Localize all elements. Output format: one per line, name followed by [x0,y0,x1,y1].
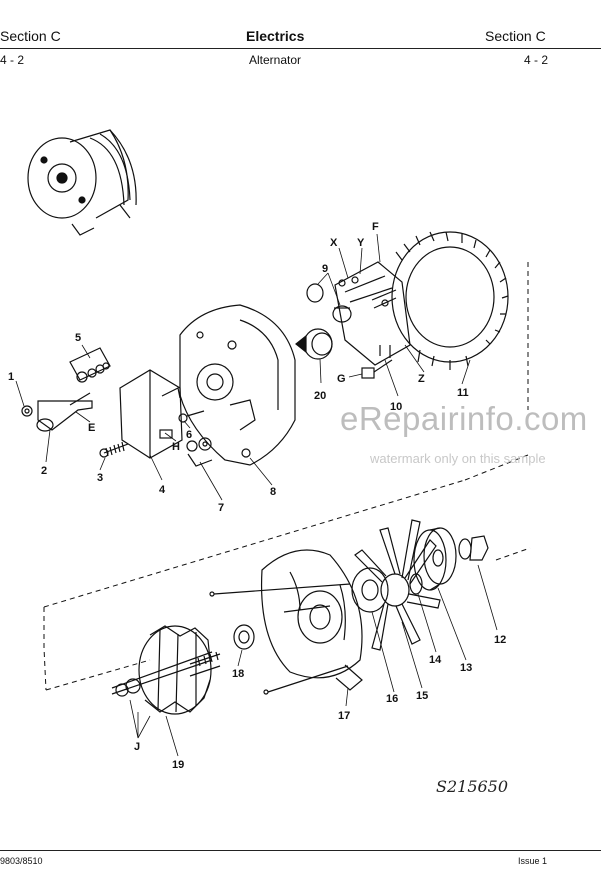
header-rule [0,48,601,49]
page-subtitle: Alternator [249,53,302,67]
part-7-washers [186,437,213,467]
watermark-brand: eRepairinfo.com [340,400,588,437]
callout-16: 16 [386,693,398,705]
callout-X: X [330,237,338,249]
callout-H: H [172,441,180,453]
part-6-screw [178,410,205,423]
part-15-fan [354,519,441,651]
footer-issue: Issue 1 [518,856,548,866]
callout-Z: Z [418,373,425,385]
callout-G: G [337,373,346,385]
callout-F: F [372,221,379,233]
callout-6: 6 [186,429,192,441]
callout-7: 7 [218,502,224,514]
part-18-spacer [233,624,255,650]
callout-5: 5 [75,332,81,344]
callout-10: 10 [390,401,402,413]
callout-3: 3 [97,472,103,484]
part-13-pulley [413,527,457,591]
part-12-nut [458,535,489,561]
part-5-bush [69,347,111,383]
part-4-regulator [119,369,183,459]
callout-E: E [88,422,95,434]
part-2-capacitor [36,392,93,432]
watermark-note: watermark only on this sample [370,451,546,466]
callout-2: 2 [41,465,47,477]
page-number-right: 4 - 2 [524,53,549,67]
section-label-right: Section C [485,28,546,44]
part-9-cap [306,283,352,323]
callout-leaders [15,233,498,757]
section-label-left: Section C [0,28,61,44]
callout-9: 9 [322,263,328,275]
footer-rule [0,850,601,851]
callout-19: 19 [172,759,184,771]
handwritten-number: S215650 [436,777,509,796]
callout-14: 14 [429,654,442,666]
callout-15: 15 [416,690,428,702]
callout-8: 8 [270,486,276,498]
callout-11: 11 [457,387,469,399]
part-16-spacer [351,567,389,613]
part-20-cover [295,328,333,360]
part-8-end-bracket [179,304,296,466]
callout-20: 20 [314,390,326,402]
part-11-stator [391,231,509,370]
part-1-nut [21,405,33,417]
part-17-drive-end-bracket [260,549,363,691]
assembled-alternator-illustration [27,129,137,236]
callout-13: 13 [460,662,472,674]
footer-doc-code: 9803/8510 [0,856,43,866]
through-bolts [209,583,351,695]
callout-18: 18 [232,668,244,680]
callout-4: 4 [159,484,166,496]
part-19-rotor [111,625,221,715]
part-G-terminal [361,359,393,379]
callout-17: 17 [338,710,350,722]
callout-J: J [134,741,140,753]
callout-Y: Y [357,237,365,249]
part-3-screw [99,441,129,458]
page-number-left: 4 - 2 [0,53,25,67]
callout-12: 12 [494,634,506,646]
callout-1: 1 [8,371,14,383]
rectifier-assembly [334,261,411,366]
page-title: Electrics [246,28,305,44]
assembly-boundary-lines [43,262,531,691]
